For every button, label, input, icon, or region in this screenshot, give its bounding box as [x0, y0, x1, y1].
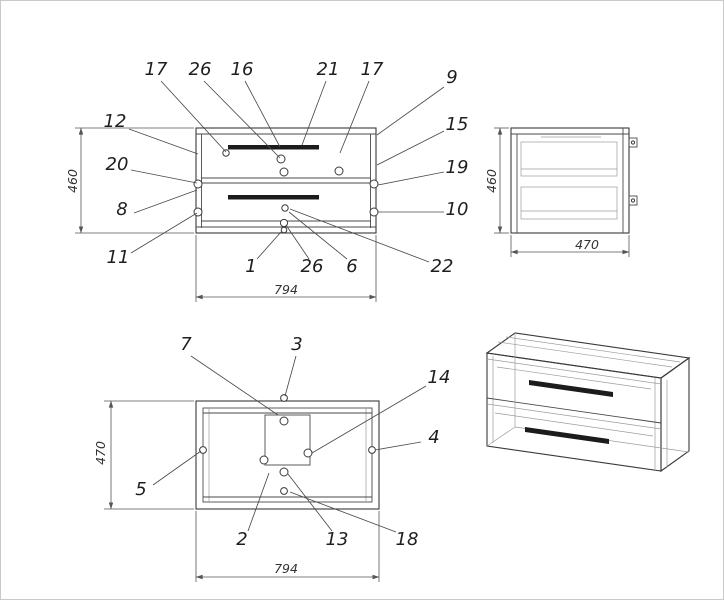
callout-17: 17 [360, 59, 384, 80]
callout-26: 26 [300, 256, 324, 277]
callout-1: 1 [245, 256, 257, 277]
dimension-470: 470 [575, 236, 599, 252]
side-view [510, 127, 638, 234]
callout-11: 11 [106, 247, 130, 268]
callout-15: 15 [445, 114, 469, 135]
callout-12: 12 [103, 111, 127, 132]
side-view-dimensions [494, 127, 630, 257]
isometric-view [485, 332, 691, 473]
callout-7: 7 [180, 334, 192, 355]
dimension-460: 460 [483, 169, 499, 193]
dimension-470: 470 [92, 441, 108, 465]
callout-8: 8 [116, 199, 128, 220]
callout-18: 18 [395, 529, 419, 550]
callout-2: 2 [236, 529, 248, 550]
callout-3: 3 [291, 334, 303, 355]
callout-4: 4 [428, 427, 440, 448]
top-view [195, 394, 380, 510]
front-view [193, 127, 379, 234]
callout-17: 17 [144, 59, 168, 80]
callout-20: 20 [105, 154, 129, 175]
front-view-leaders [128, 80, 445, 263]
callout-26: 26 [188, 59, 212, 80]
callout-5: 5 [135, 479, 147, 500]
dimension-794: 794 [274, 281, 298, 297]
callout-16: 16 [230, 59, 254, 80]
callout-6: 6 [346, 256, 358, 277]
dimension-794: 794 [274, 560, 298, 576]
callout-9: 9 [446, 67, 458, 88]
callout-22: 22 [430, 256, 454, 277]
callout-14: 14 [427, 367, 451, 388]
callout-13: 13 [325, 529, 349, 550]
top-view-dimensions [104, 400, 380, 582]
callout-19: 19 [445, 157, 469, 178]
front-view-dimensions [75, 127, 377, 302]
callout-21: 21 [316, 59, 340, 80]
top-view-leaders [152, 355, 427, 533]
dimension-460: 460 [64, 169, 80, 193]
callout-10: 10 [445, 199, 469, 220]
